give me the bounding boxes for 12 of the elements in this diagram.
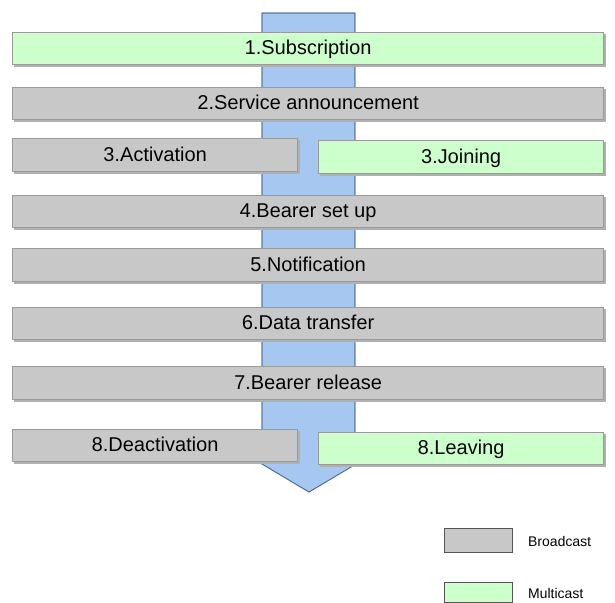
- process-box: 7.Bearer release: [12, 366, 604, 400]
- process-box: 8.Leaving: [318, 432, 604, 465]
- process-box: 3.Activation: [12, 138, 298, 172]
- process-box: 5.Notification: [12, 248, 604, 282]
- process-box: 2.Service announcement: [12, 87, 604, 120]
- legend-label: Multicast: [528, 584, 584, 600]
- legend-label: Broadcast: [528, 532, 592, 548]
- process-box: 1.Subscription: [12, 32, 604, 65]
- process-box: 8.Deactivation: [12, 429, 298, 462]
- process-box: 6.Data transfer: [12, 307, 604, 340]
- process-box: 4.Bearer set up: [12, 195, 604, 228]
- process-box: 3.Joining: [318, 140, 604, 174]
